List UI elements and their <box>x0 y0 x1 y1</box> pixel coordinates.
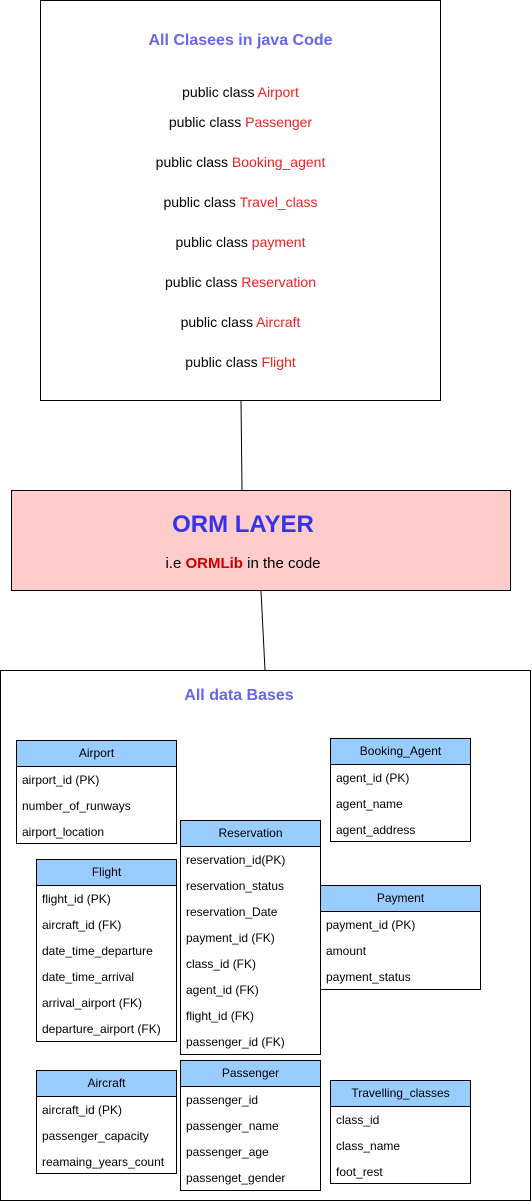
table-header: Booking_Agent <box>331 739 470 765</box>
table-airport: Airport airport_id (PK) number_of_runway… <box>16 740 177 844</box>
class-name: Travel_class <box>239 194 318 210</box>
table-field: passenget_gender <box>186 1171 286 1185</box>
table-header: Flight <box>37 860 176 886</box>
table-flight: Flight flight_id (PK) aircraft_id (FK) d… <box>36 859 177 1042</box>
table-field: class_name <box>336 1139 401 1153</box>
table-header: Airport <box>17 741 176 767</box>
class-name: payment <box>251 234 306 250</box>
table-field: amount <box>326 944 367 958</box>
table-field: agent_id (FK) <box>186 983 259 997</box>
table-field: reservation_status <box>186 879 285 893</box>
table-travelling-classes: Travelling_classes class_id class_name f… <box>330 1080 471 1184</box>
class-name: Passenger <box>245 114 313 130</box>
class-line-travel-class: public class Travel_class <box>41 194 440 210</box>
orm-sub-prefix: i.e <box>165 555 182 572</box>
orm-layer-subtitle: i.e ORMLib in the code <box>12 555 474 572</box>
class-prefix: public class <box>180 314 253 330</box>
table-header: Reservation <box>181 821 320 847</box>
table-field: class_id (FK) <box>186 957 257 971</box>
class-prefix: public class <box>165 274 238 290</box>
table-field: payment_id (PK) <box>326 918 416 932</box>
class-prefix: public class <box>175 234 248 250</box>
class-name: Aircraft <box>256 314 301 330</box>
table-field: date_time_arrival <box>42 970 135 984</box>
table-header: Payment <box>321 886 480 912</box>
table-field: arrival_airport (FK) <box>42 996 143 1010</box>
orm-sub-suffix: in the code <box>247 555 321 572</box>
table-field: airport_id (PK) <box>22 773 100 787</box>
table-header: Travelling_classes <box>331 1081 470 1107</box>
class-prefix: public class <box>182 84 255 100</box>
table-field: passenger_name <box>186 1119 279 1133</box>
table-field: passenger_id (FK) <box>186 1035 285 1049</box>
orm-layer-title: ORM LAYER <box>172 511 314 538</box>
table-field: date_time_departure <box>42 944 153 958</box>
table-field: reamaing_years_count <box>42 1155 165 1169</box>
class-line-payment: public class payment <box>41 234 440 250</box>
table-field: payment_id (FK) <box>186 931 275 945</box>
table-field: reservation_Date <box>186 905 278 919</box>
table-field: passenger_capacity <box>42 1129 149 1143</box>
class-line-reservation: public class Reservation <box>41 274 440 290</box>
orm-layer-box: ORM LAYER i.e ORMLib in the code <box>11 490 511 591</box>
class-line-passenger: public class Passenger <box>41 114 440 130</box>
class-line-aircraft: public class Aircraft <box>41 314 440 330</box>
class-prefix: public class <box>155 154 229 170</box>
table-field: agent_name <box>336 797 403 811</box>
class-name: Airport <box>257 84 299 100</box>
table-field: number_of_runways <box>22 799 131 813</box>
table-field: passenger_id <box>186 1093 259 1107</box>
table-field: agent_id (PK) <box>336 771 410 785</box>
table-field: flight_id (FK) <box>186 1009 255 1023</box>
class-name: Flight <box>261 354 296 370</box>
class-name: Booking_agent <box>231 154 326 170</box>
table-field: payment_status <box>326 970 411 984</box>
java-classes-box: All Clasees in java Code public class Ai… <box>40 0 441 401</box>
orm-lib-name: ORMLib <box>185 555 243 572</box>
table-header: Aircraft <box>37 1071 176 1097</box>
table-booking-agent: Booking_Agent agent_id (PK) agent_name a… <box>330 738 471 842</box>
table-field: passenger_age <box>186 1145 269 1159</box>
table-field: agent_address <box>336 823 416 837</box>
table-field: foot_rest <box>336 1165 383 1179</box>
class-prefix: public class <box>185 354 258 370</box>
table-header: Passenger <box>181 1061 320 1087</box>
classes-to-orm-connector <box>240 399 243 491</box>
table-passenger: Passenger passenger_id passenger_name pa… <box>180 1060 321 1191</box>
table-field: class_id <box>336 1113 380 1127</box>
table-field: airport_location <box>22 825 105 839</box>
table-aircraft: Aircraft aircraft_id (PK) passenger_capa… <box>36 1070 177 1174</box>
table-payment: Payment payment_id (PK) amount payment_s… <box>320 885 481 990</box>
class-line-booking-agent: public class Booking_agent <box>41 154 440 170</box>
table-field: aircraft_id (PK) <box>42 1103 123 1117</box>
class-line-flight: public class Flight <box>41 354 440 370</box>
class-prefix: public class <box>163 194 236 210</box>
table-field: reservation_id(PK) <box>186 853 286 867</box>
class-line-airport: public class Airport <box>41 84 440 100</box>
databases-title: All data Bases <box>184 687 294 704</box>
table-field: flight_id (PK) <box>42 892 111 906</box>
class-name: Reservation <box>241 274 316 290</box>
java-classes-title: All Clasees in java Code <box>148 32 333 49</box>
class-prefix: public class <box>168 114 242 130</box>
table-field: aircraft_id (FK) <box>42 918 122 932</box>
table-reservation: Reservation reservation_id(PK) reservati… <box>180 820 321 1055</box>
table-field: departure_airport (FK) <box>42 1022 161 1036</box>
orm-to-db-connector <box>260 590 266 671</box>
